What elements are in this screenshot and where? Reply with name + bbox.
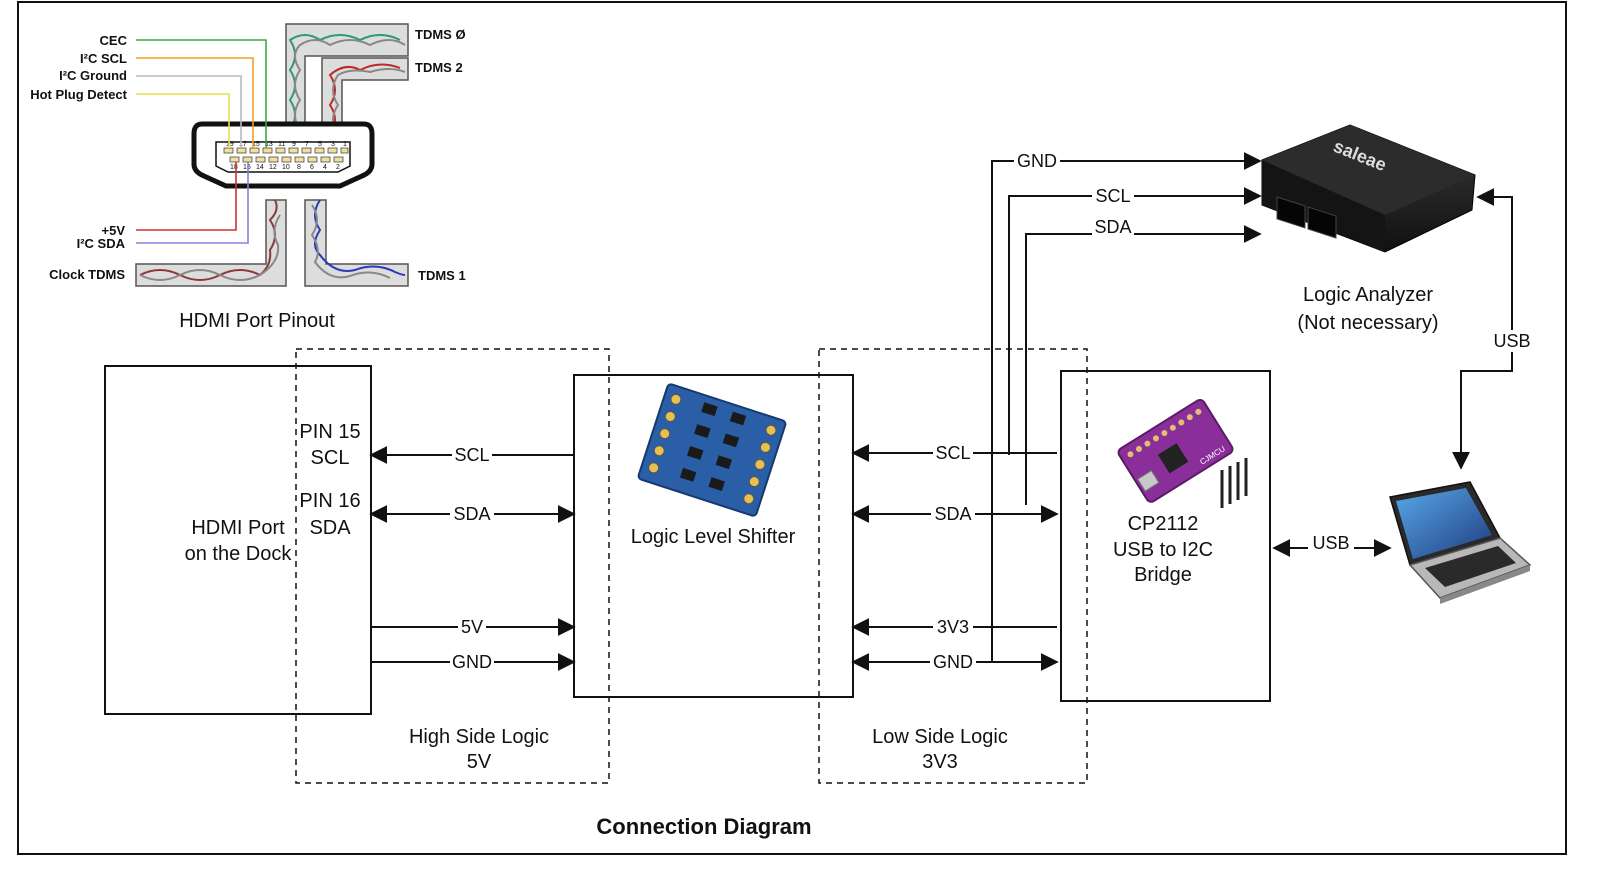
i2c-sda-label: I²C SDA: [77, 236, 126, 251]
hs-scl-label: SCL: [454, 445, 489, 465]
hdmi-pin-pads: [223, 147, 349, 163]
cp2112-box: [1060, 370, 1271, 702]
analyzer-tap-wires: GND SCL SDA: [991, 151, 1262, 662]
pin15-signal: SCL: [311, 447, 350, 469]
logic-analyzer-image: saleae: [1261, 124, 1476, 253]
hpd-wire: [136, 93, 230, 148]
pin-number: 19: [226, 141, 234, 148]
low-side-voltage: 3V3: [922, 751, 958, 773]
la-scl-label: SCL: [1095, 186, 1130, 206]
ground-wire: [136, 75, 242, 148]
usb-analyzer-wire: [1452, 188, 1513, 470]
pin-number: 10: [282, 164, 290, 171]
cp2112-subtitle: USB to I2C: [1113, 539, 1213, 561]
logic-analyzer-note: (Not necessary): [1297, 312, 1438, 334]
pin-number: 4: [323, 164, 327, 171]
hdmi-pinout-caption: HDMI Port Pinout: [179, 310, 335, 332]
usb-analyzer-label: USB: [1493, 331, 1530, 351]
pin-number: 3: [331, 141, 335, 148]
i2c-scl-label: I²C SCL: [80, 51, 127, 66]
logic-analyzer-label: Logic Analyzer: [1303, 284, 1433, 306]
pin-number: 12: [269, 164, 277, 171]
level-shifter-label: Logic Level Shifter: [631, 526, 796, 548]
pin-number: 1: [343, 141, 347, 148]
i2c-ground-label: I²C Ground: [59, 68, 127, 83]
pin15-label: PIN 15: [299, 421, 360, 443]
hdmi-dock-box: [104, 365, 372, 715]
tdms2-label: TDMS 2: [415, 60, 463, 75]
cec-label: CEC: [100, 33, 128, 48]
pin-number: 2: [336, 164, 340, 171]
tdms0-label: TDMS Ø: [415, 27, 466, 42]
cp2112-title: CP2112: [1128, 513, 1199, 535]
la-gnd-wire: [991, 152, 1262, 662]
hdmi-top-pin-numbers: 19 17 15 13 11 9 7 5 3 1: [226, 141, 347, 148]
clock-tdms-label: Clock TDMS: [49, 267, 125, 282]
hdmi-dock-label: HDMI Port: [191, 517, 285, 539]
la-scl-wire: [1008, 187, 1262, 455]
high-side-wires: SCL SDA 5V GND: [369, 445, 576, 672]
pin-number: 9: [292, 141, 296, 148]
pin-number: 6: [310, 164, 314, 171]
diagram-title: Connection Diagram: [596, 814, 811, 839]
pin-number: 11: [278, 141, 285, 148]
ls-sda-label: SDA: [934, 504, 971, 524]
la-gnd-label: GND: [1017, 151, 1057, 171]
pin-number: 16: [243, 164, 251, 171]
plus5v-label: +5V: [102, 223, 126, 238]
pin-number: 17: [239, 141, 247, 148]
cp2112-board-image: CJMCU: [1117, 398, 1248, 508]
hs-gnd-label: GND: [452, 652, 492, 672]
cec-wire: [136, 39, 267, 148]
la-sda-label: SDA: [1094, 217, 1131, 237]
tdms1-label: TDMS 1: [418, 268, 466, 283]
pin-number: 13: [265, 141, 273, 148]
pin-number: 14: [256, 164, 264, 171]
sda-wire: [136, 162, 249, 244]
level-shifter-box: [573, 374, 854, 698]
plus5v-wire: [136, 162, 237, 231]
hs-sda-label: SDA: [453, 504, 490, 524]
hdmi-dock-label-2: on the Dock: [185, 543, 293, 565]
high-side-region: [295, 348, 610, 784]
pin-number: 8: [297, 164, 301, 171]
hdmi-bottom-pin-numbers: 18 16 14 12 10 8 6 4 2: [230, 164, 340, 171]
pin-number: 18: [230, 164, 238, 171]
hot-plug-detect-label: Hot Plug Detect: [30, 87, 127, 102]
outer-frame: [17, 1, 1567, 855]
high-side-voltage: 5V: [467, 751, 492, 773]
ls-scl-label: SCL: [935, 443, 970, 463]
hs-5v-label: 5V: [461, 617, 483, 637]
twisted-pairs: [139, 34, 406, 281]
low-side-region: [818, 348, 1088, 784]
low-side-label: Low Side Logic: [872, 726, 1008, 748]
pin-number: 7: [305, 141, 309, 148]
scl-wire: [136, 57, 254, 148]
usb-wires: USB USB: [1272, 188, 1534, 559]
pin16-signal: SDA: [309, 517, 351, 539]
pin-number: 15: [252, 141, 260, 148]
hdmi-pinout: 19 17 15 13 11 9 7 5 3 1 18 16 14 12 10 …: [30, 23, 466, 332]
ls-gnd-label: GND: [933, 652, 973, 672]
ls-3v3-label: 3V3: [937, 617, 969, 637]
laptop-image: [1389, 481, 1532, 604]
high-side-label: High Side Logic: [409, 726, 549, 748]
pin16-label: PIN 16: [299, 490, 360, 512]
low-side-wires: SCL SDA 3V3 GND: [851, 443, 1059, 672]
cp2112-subtitle-2: Bridge: [1134, 564, 1192, 586]
level-shifter-board-image: [637, 383, 787, 517]
usb-laptop-label: USB: [1312, 533, 1349, 553]
la-sda-wire: [1025, 225, 1262, 505]
pin-number: 5: [318, 141, 322, 148]
